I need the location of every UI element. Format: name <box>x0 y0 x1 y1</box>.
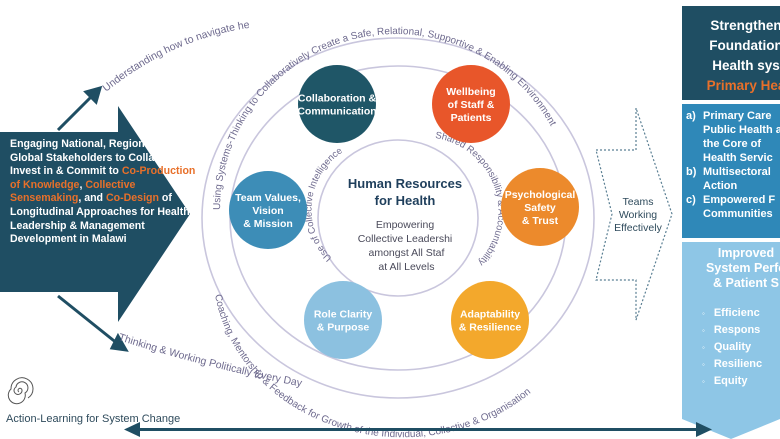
right-list-panel <box>682 104 780 238</box>
top-left-note: Understanding how to navigate health sys… <box>0 0 250 94</box>
outcome-item: Respons <box>702 322 780 339</box>
role-clarity-node-circle <box>304 281 382 359</box>
right-title-line: Foundation <box>709 38 780 53</box>
list-item-text: Empowered F Communities <box>703 194 776 220</box>
team-values-node: Team Values,Vision& Mission <box>229 171 307 249</box>
collaboration-node-label: Collaboration &Communication <box>297 93 376 118</box>
outcome-item: Efficienc <box>702 305 780 322</box>
left-panel-highlight: Co-Design <box>105 192 159 205</box>
team-values-node-label: Team Values,Vision& Mission <box>235 192 301 230</box>
spiral-icon <box>7 377 34 405</box>
double-arrow-icon <box>124 422 712 437</box>
collaboration-node-circle <box>298 65 376 143</box>
inner-ring-left-label: Use of Collective Intelligence <box>303 145 344 263</box>
adaptability-node-circle <box>451 281 529 359</box>
collaboration-node: Collaboration &Communication <box>297 65 377 143</box>
outcome-item: Quality <box>702 339 780 356</box>
list-item-text: Multisectoral Action <box>703 166 771 192</box>
teams-chevron-arrow <box>595 107 673 321</box>
left-panel-segment: Engaging National, Regional & Global Sta… <box>10 138 190 178</box>
outcomes-title-line: Improved <box>717 246 775 260</box>
outcomes-title-line: & Patient S <box>713 276 779 290</box>
list-item: a) Primary Care Public Health as the Cor… <box>686 109 780 165</box>
left-connector-arrows <box>56 85 129 352</box>
list-item-key: b) <box>686 166 697 178</box>
list-item-text: Primary Care Public Health as the Core o… <box>703 110 780 164</box>
outer-ring <box>201 37 595 399</box>
outcomes-title-line: System Perfo <box>706 261 780 275</box>
bottom-arc-label: Thinking & Working Politically Every Day <box>117 331 304 389</box>
outcome-item: Equity <box>702 373 780 390</box>
left-panel-segment: of Longitudinal Approaches for Health Le… <box>10 192 190 246</box>
role-clarity-node: Role Clarity& Purpose <box>304 281 382 359</box>
team-values-node-circle <box>229 171 307 249</box>
left-panel-segment: , <box>79 178 86 191</box>
right-title-line: Health sys <box>712 58 780 73</box>
right-title-line: Strengthen <box>710 18 780 33</box>
right-list: a) Primary Care Public Health as the Cor… <box>686 109 780 221</box>
footer-label: Action-Learning for System Change <box>6 413 181 425</box>
right-title-highlight: Primary Hea <box>706 78 780 93</box>
wellbeing-node-circle <box>432 65 510 143</box>
left-panel-segment: , and <box>78 192 106 205</box>
outcomes-list: Efficienc Respons Quality Resilienc Equi… <box>686 305 780 390</box>
left-stakeholder-panel <box>0 106 190 322</box>
left-panel-text: Engaging National, Regional & Global Sta… <box>10 138 200 247</box>
left-panel-highlight: Co-Production of Knowledge <box>10 165 196 191</box>
outcome-item: Resilienc <box>702 356 780 373</box>
teams-working-label: Teams Working Effectively <box>614 196 662 234</box>
list-item-key: a) <box>686 110 696 122</box>
role-clarity-node-label: Role Clarity& Purpose <box>314 309 373 334</box>
inner-ring <box>317 139 479 297</box>
right-title: Strengthen Foundation Health sys Primary… <box>686 16 780 96</box>
left-panel-highlight: Collective Sensemaking <box>10 178 136 205</box>
list-item-key: c) <box>686 194 696 206</box>
adaptability-node: Adaptability& Resilience <box>451 281 529 359</box>
adaptability-node-label: Adaptability& Resilience <box>459 309 522 334</box>
inner-ring-right-label: Shared Responsibility & Accountability <box>434 130 506 268</box>
right-outcomes: Improved System Perfo & Patient S Effici… <box>686 246 780 390</box>
list-item: c) Empowered F Communities <box>686 193 780 221</box>
list-item: b) Multisectoral Action <box>686 165 780 193</box>
safety-node-circle <box>501 168 579 246</box>
right-title-panel <box>682 6 780 100</box>
